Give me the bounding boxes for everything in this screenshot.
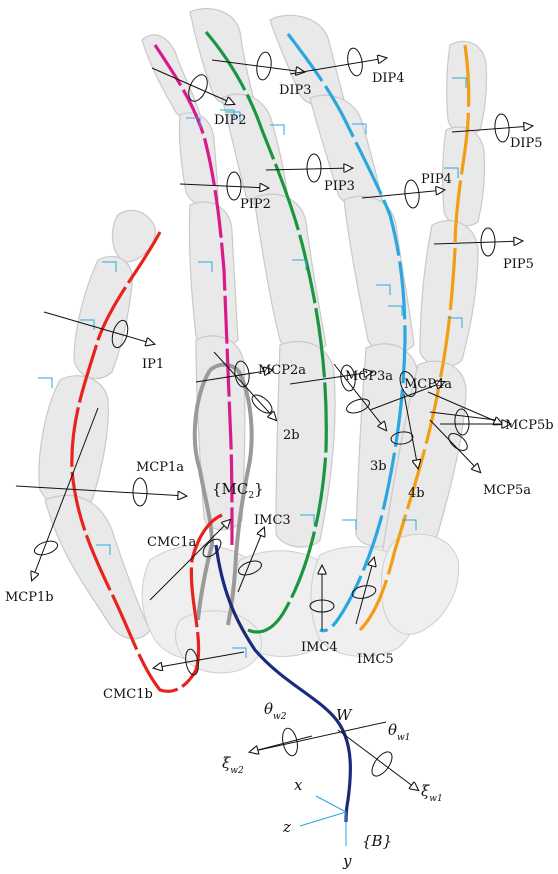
joint-dip4 (289, 47, 386, 77)
label-mcp1a: MCP1a (136, 460, 184, 475)
label-pip3: PIP3 (324, 179, 355, 194)
label-axis-z: z (282, 818, 291, 836)
joint-pip4 (361, 179, 444, 209)
ring-chain (286, 33, 407, 633)
joint-imc4 (309, 566, 335, 630)
label-imc3: IMC3 (254, 513, 291, 528)
mc2-frame-outline (192, 368, 215, 621)
joint-mcp2 (195, 351, 276, 420)
label-dip4: DIP4 (372, 71, 405, 86)
label-imc5: IMC5 (357, 652, 394, 667)
joint-pip3 (265, 153, 352, 183)
label-3b: 3b (370, 459, 387, 474)
little-bones (381, 40, 488, 570)
label-cmc1a: CMC1a (147, 535, 196, 550)
joint-mcp4 (369, 371, 444, 468)
joint-wrist (250, 721, 418, 790)
joint-cmc1b (154, 648, 245, 676)
joint-cmc1a (149, 520, 230, 601)
thumb-bones (38, 209, 156, 640)
joint-mcp5 (427, 391, 510, 472)
base-frame-B (299, 795, 347, 846)
label-cmc1b: CMC1b (103, 687, 153, 702)
label-axis-x: x (294, 776, 303, 794)
joint-pip2 (179, 171, 268, 201)
label-mcp3a: MCP3a (345, 369, 393, 384)
label-mc2-frame: {MC2} (212, 480, 264, 501)
mc2-frame-outline-right (226, 369, 254, 626)
joint-dip3 (211, 51, 304, 81)
joint-imc5 (351, 558, 377, 625)
index-chain (153, 44, 234, 546)
label-xi-w1: ξw1 (421, 782, 443, 804)
label-xi-w2: ξw2 (222, 754, 244, 776)
hand-skeleton (38, 8, 488, 674)
label-theta-w1: θw1 (388, 721, 410, 743)
wrist-chain (214, 544, 352, 823)
label-base-B: {B} (362, 832, 392, 850)
thumb-chain (70, 231, 223, 693)
label-ip1: IP1 (142, 357, 164, 372)
middle-chain (204, 30, 328, 634)
label-wrist-W: W (336, 706, 353, 724)
joint-axes (15, 47, 532, 846)
label-2b: 2b (283, 428, 300, 443)
label-dip2: DIP2 (214, 113, 247, 128)
label-mcp1b: MCP1b (5, 590, 54, 605)
joint-dip2 (151, 67, 234, 104)
label-pip2: PIP2 (240, 197, 271, 212)
kinematic-chains (70, 30, 471, 823)
label-dip3: DIP3 (279, 83, 312, 98)
label-dip5: DIP5 (510, 136, 543, 151)
joint-labels: DIP2 DIP3 DIP4 DIP5 PIP2 PIP3 PIP4 PIP5 … (5, 71, 554, 702)
label-mcp2a: MCP2a (258, 363, 306, 378)
label-pip5: PIP5 (503, 257, 534, 272)
mc2-frame-outline-top (208, 362, 240, 372)
label-mcp5a: MCP5a (483, 483, 531, 498)
label-mcp4a: MCP4a (404, 377, 452, 392)
joint-mcp1 (15, 407, 186, 580)
joint-mcp3 (289, 363, 386, 430)
label-pip4: PIP4 (421, 172, 452, 187)
joint-ip1 (43, 311, 154, 349)
label-mcp5b: MCP5b (505, 418, 554, 433)
label-4b: 4b (408, 486, 425, 501)
joint-pip5 (433, 227, 522, 257)
label-imc4: IMC4 (301, 640, 338, 655)
joint-dip5 (451, 113, 532, 143)
joint-frame-ticks (38, 77, 467, 658)
little-chain (358, 44, 471, 632)
label-axis-y: y (342, 852, 352, 870)
joint-imc3 (237, 528, 264, 593)
label-theta-w2: θw2 (264, 700, 287, 722)
